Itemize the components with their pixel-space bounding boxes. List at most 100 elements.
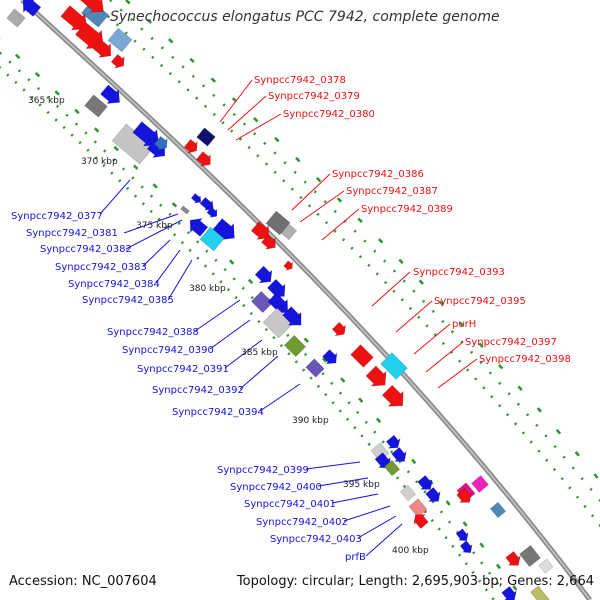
gene-arrow-shape	[365, 365, 387, 387]
scale-label: 370 kbp	[81, 157, 118, 167]
gene-label[interactable]: Synpcc7942_0381	[26, 228, 118, 239]
gene-arrow-shape	[100, 84, 120, 104]
scale-label: 400 kbp	[392, 546, 429, 556]
label-leader-line	[395, 300, 433, 333]
gene-arrow-shape	[381, 384, 404, 407]
gene-label[interactable]: purH	[452, 319, 476, 330]
gene-block	[6, 8, 26, 28]
gene-block-shape	[530, 585, 550, 600]
gene-label[interactable]: Synpcc7942_0402	[256, 517, 348, 528]
gene-block	[519, 545, 541, 567]
label-leader-line	[235, 113, 282, 141]
gene-arrow	[60, 5, 88, 31]
gene-block-shape	[471, 475, 489, 493]
gene-block	[280, 223, 298, 241]
gene-block-shape	[251, 291, 273, 313]
gene-label[interactable]: Synpcc7942_0390	[122, 345, 214, 356]
gene-arrow	[189, 218, 209, 237]
gene-block-shape	[383, 459, 401, 477]
gene-label[interactable]: Synpcc7942_0403	[270, 534, 362, 545]
gene-label[interactable]: Synpcc7942_0380	[283, 109, 375, 120]
gene-arrow-shape	[189, 218, 209, 237]
gene-arrow	[322, 349, 338, 365]
gene-label[interactable]: Synpcc7942_0401	[244, 499, 336, 510]
gene-label[interactable]: Synpcc7942_0400	[230, 482, 322, 493]
gene-block	[383, 459, 401, 477]
gene-block-shape	[408, 498, 428, 518]
label-leader-line	[343, 505, 391, 522]
gene-arrow	[196, 151, 211, 167]
gene-arrow-shape	[206, 206, 218, 218]
accession-text: Accession: NC_007604	[9, 574, 157, 589]
gene-arrow	[417, 475, 433, 490]
label-leader-line	[224, 339, 263, 369]
gene-label[interactable]: Synpcc7942_0394	[172, 407, 264, 418]
scale-label: 385 kbp	[241, 348, 278, 358]
gene-block	[84, 94, 108, 118]
gene-block	[350, 344, 374, 368]
gene-label[interactable]: Synpcc7942_0386	[332, 169, 424, 180]
scale-label: 380 kbp	[189, 284, 226, 294]
gene-block	[199, 226, 225, 252]
gene-arrow	[110, 53, 125, 69]
gene-block-shape	[380, 352, 408, 380]
gene-block	[471, 475, 489, 493]
gene-label[interactable]: Synpcc7942_0398	[479, 354, 571, 365]
gene-arrow-shape	[183, 138, 198, 154]
gene-arrow-shape	[425, 487, 441, 502]
gene-label[interactable]: Synpcc7942_0389	[361, 204, 453, 215]
gene-label[interactable]: Synpcc7942_0391	[137, 364, 229, 375]
genome-backbone-highlight	[21, 0, 591, 600]
gene-label[interactable]: Synpcc7942_0388	[107, 327, 199, 338]
gene-arrow-shape	[153, 135, 168, 151]
label-leader-line	[259, 383, 301, 412]
gene-label[interactable]: Synpcc7942_0387	[346, 186, 438, 197]
gc-skew-track	[125, 0, 600, 483]
gene-arrow-shape	[212, 218, 235, 241]
gene-arrow-shape	[282, 306, 302, 326]
gene-arrow	[183, 138, 198, 154]
gene-label[interactable]: Synpcc7942_0383	[55, 262, 147, 273]
gene-label[interactable]: Synpcc7942_0397	[465, 337, 557, 348]
label-leader-line	[155, 249, 181, 284]
gene-label[interactable]: Synpcc7942_0395	[434, 296, 526, 307]
gene-arrow	[100, 84, 120, 104]
label-leader-line	[413, 323, 451, 355]
label-leaders	[99, 79, 478, 557]
gene-arrow-shape	[283, 260, 294, 271]
gene-label[interactable]: Synpcc7942_0399	[217, 465, 309, 476]
gene-arrow-shape	[199, 197, 214, 211]
genome-stats-text: Topology: circular; Length: 2,695,903 bp…	[236, 574, 594, 589]
gene-label[interactable]: Synpcc7942_0379	[268, 91, 360, 102]
gene-label[interactable]: Synpcc7942_0385	[82, 295, 174, 306]
gene-label[interactable]: Synpcc7942_0393	[413, 267, 505, 278]
gene-block	[265, 210, 291, 236]
gene-arrow	[425, 487, 441, 502]
gene-label[interactable]: Synpcc7942_0392	[152, 385, 244, 396]
label-leader-line	[321, 208, 360, 241]
gene-arrow	[283, 260, 294, 271]
gene-arrow-shape	[92, 39, 112, 58]
genome-title: Synechococcus elongatus PCC 7942, comple…	[110, 9, 500, 25]
gene-arrow-shape	[374, 452, 391, 469]
label-leader-line	[209, 319, 251, 350]
gene-arrow-shape	[456, 488, 472, 503]
scale-label: 390 kbp	[292, 416, 329, 426]
gene-arrow	[413, 514, 429, 529]
scale-label: 395 kbp	[343, 480, 380, 490]
gene-label[interactable]: Synpcc7942_0384	[68, 279, 160, 290]
reverse-gene-labels: Synpcc7942_0377 Synpcc7942_0381 Synpcc79…	[11, 211, 366, 563]
gene-arrow	[374, 452, 391, 469]
gene-arrow	[505, 551, 521, 566]
gene-block-shape	[84, 94, 108, 118]
gene-arrow-shape	[459, 540, 473, 553]
gene-arrow	[254, 265, 273, 284]
gene-arrow	[365, 365, 387, 387]
gene-block	[489, 501, 507, 519]
scale-label: 375 kbp	[136, 221, 173, 231]
gene-arrow	[212, 218, 235, 241]
gene-label[interactable]: Synpcc7942_0377	[11, 211, 103, 222]
gene-label[interactable]: Synpcc7942_0382	[40, 244, 132, 255]
gene-label[interactable]: Synpcc7942_0378	[254, 75, 346, 86]
gene-label[interactable]: prfB	[345, 552, 366, 563]
